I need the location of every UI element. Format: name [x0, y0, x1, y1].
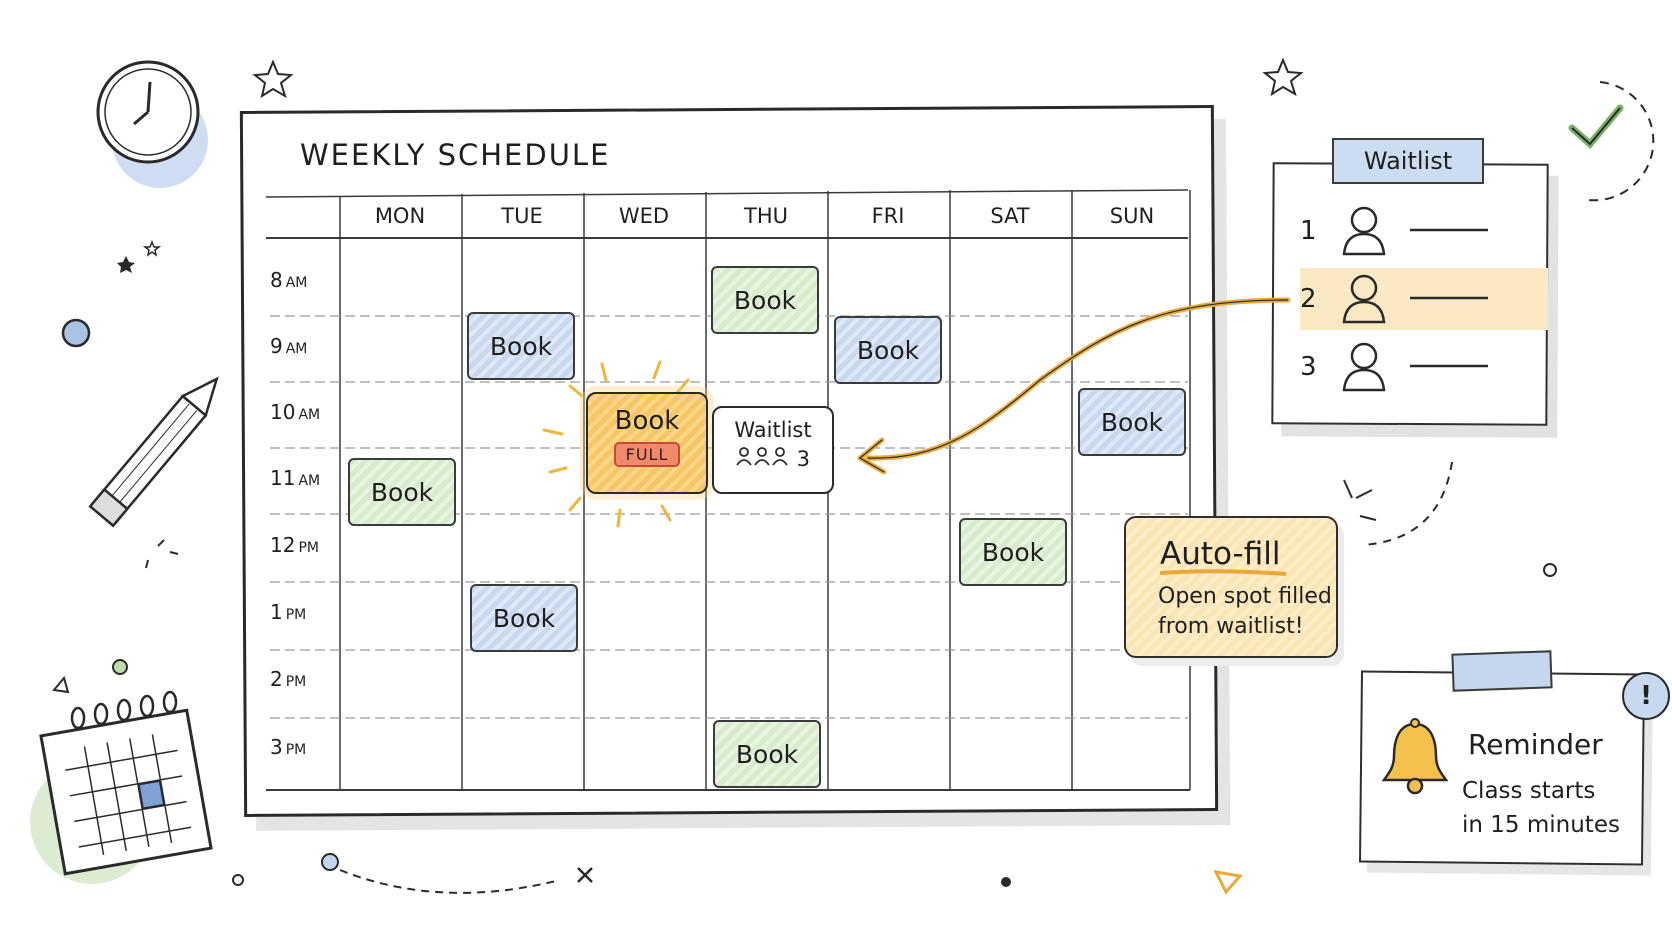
book-button-sun-10am[interactable]: Book	[1078, 388, 1186, 456]
day-header-thu: THU	[744, 204, 788, 228]
waitlist-title: Waitlist	[1332, 138, 1484, 184]
book-button-tue-9am[interactable]: Book	[467, 312, 575, 380]
autofill-card	[1124, 516, 1338, 658]
waitlist-row-number: 2	[1300, 284, 1317, 314]
reminder-title: Reminder	[1468, 728, 1603, 761]
user-icon	[1342, 206, 1386, 256]
autofill-underline	[1159, 569, 1287, 576]
day-header-wed: WED	[618, 204, 670, 228]
waitlist-popup[interactable]: Waitlist 3	[712, 406, 834, 494]
alert-icon: !	[1622, 672, 1670, 720]
waitlist-row[interactable]: 1	[1300, 200, 1548, 262]
people-icon	[736, 447, 788, 466]
autofill-title: Auto-fill	[1160, 536, 1281, 572]
waitlist-row-number: 3	[1300, 352, 1317, 382]
waitlist-row[interactable]: 3	[1300, 336, 1548, 398]
reminder-message: Class starts in 15 minutes	[1462, 774, 1620, 842]
book-button-thu-3pm[interactable]: Book	[713, 720, 821, 788]
waitlist-popup-title: Waitlist	[734, 418, 812, 442]
schedule-title: WEEKLY SCHEDULE	[300, 138, 611, 172]
star-icon	[252, 59, 294, 99]
user-icon	[1342, 342, 1386, 392]
full-class-slot[interactable]: Book FULL	[586, 392, 708, 494]
reminder-tape	[1451, 650, 1553, 692]
pencil-icon	[88, 376, 219, 528]
calendar-icon	[30, 690, 213, 884]
waitlist-row-number: 1	[1300, 216, 1317, 246]
book-button-fri-9am[interactable]: Book	[834, 316, 942, 384]
book-button-sat-12pm[interactable]: Book	[959, 518, 1067, 586]
autofill-line2: from waitlist!	[1158, 614, 1304, 639]
reminder-line1: Class starts	[1462, 778, 1596, 804]
user-icon	[1342, 274, 1386, 324]
day-header-tue: TUE	[501, 204, 543, 228]
waitlist-popup-count: 3	[796, 447, 811, 471]
star-icon	[1262, 57, 1304, 97]
full-badge: FULL	[613, 442, 681, 467]
check-icon	[1568, 81, 1655, 202]
waitlist-person-icons	[1342, 206, 1488, 392]
book-button-tue-1pm[interactable]: Book	[470, 584, 578, 652]
day-header-sun: SUN	[1109, 204, 1155, 228]
waitlist-popup-count-row: 3	[714, 446, 832, 471]
autofill-line1: Open spot filled	[1158, 584, 1332, 609]
sparkle-rays	[542, 360, 690, 528]
reminder-line2: in 15 minutes	[1462, 812, 1620, 838]
day-header-fri: FRI	[871, 204, 905, 228]
autofill-message: Open spot filled from waitlist!	[1158, 582, 1332, 642]
day-header-sat: SAT	[990, 204, 1030, 228]
full-slot-label: Book	[614, 406, 680, 436]
bell-icon	[1381, 718, 1449, 795]
clock-icon	[96, 60, 208, 188]
day-header-mon: MON	[374, 204, 426, 228]
book-button-thu-8am[interactable]: Book	[711, 266, 819, 334]
book-button-mon-11am[interactable]: Book	[348, 458, 456, 526]
